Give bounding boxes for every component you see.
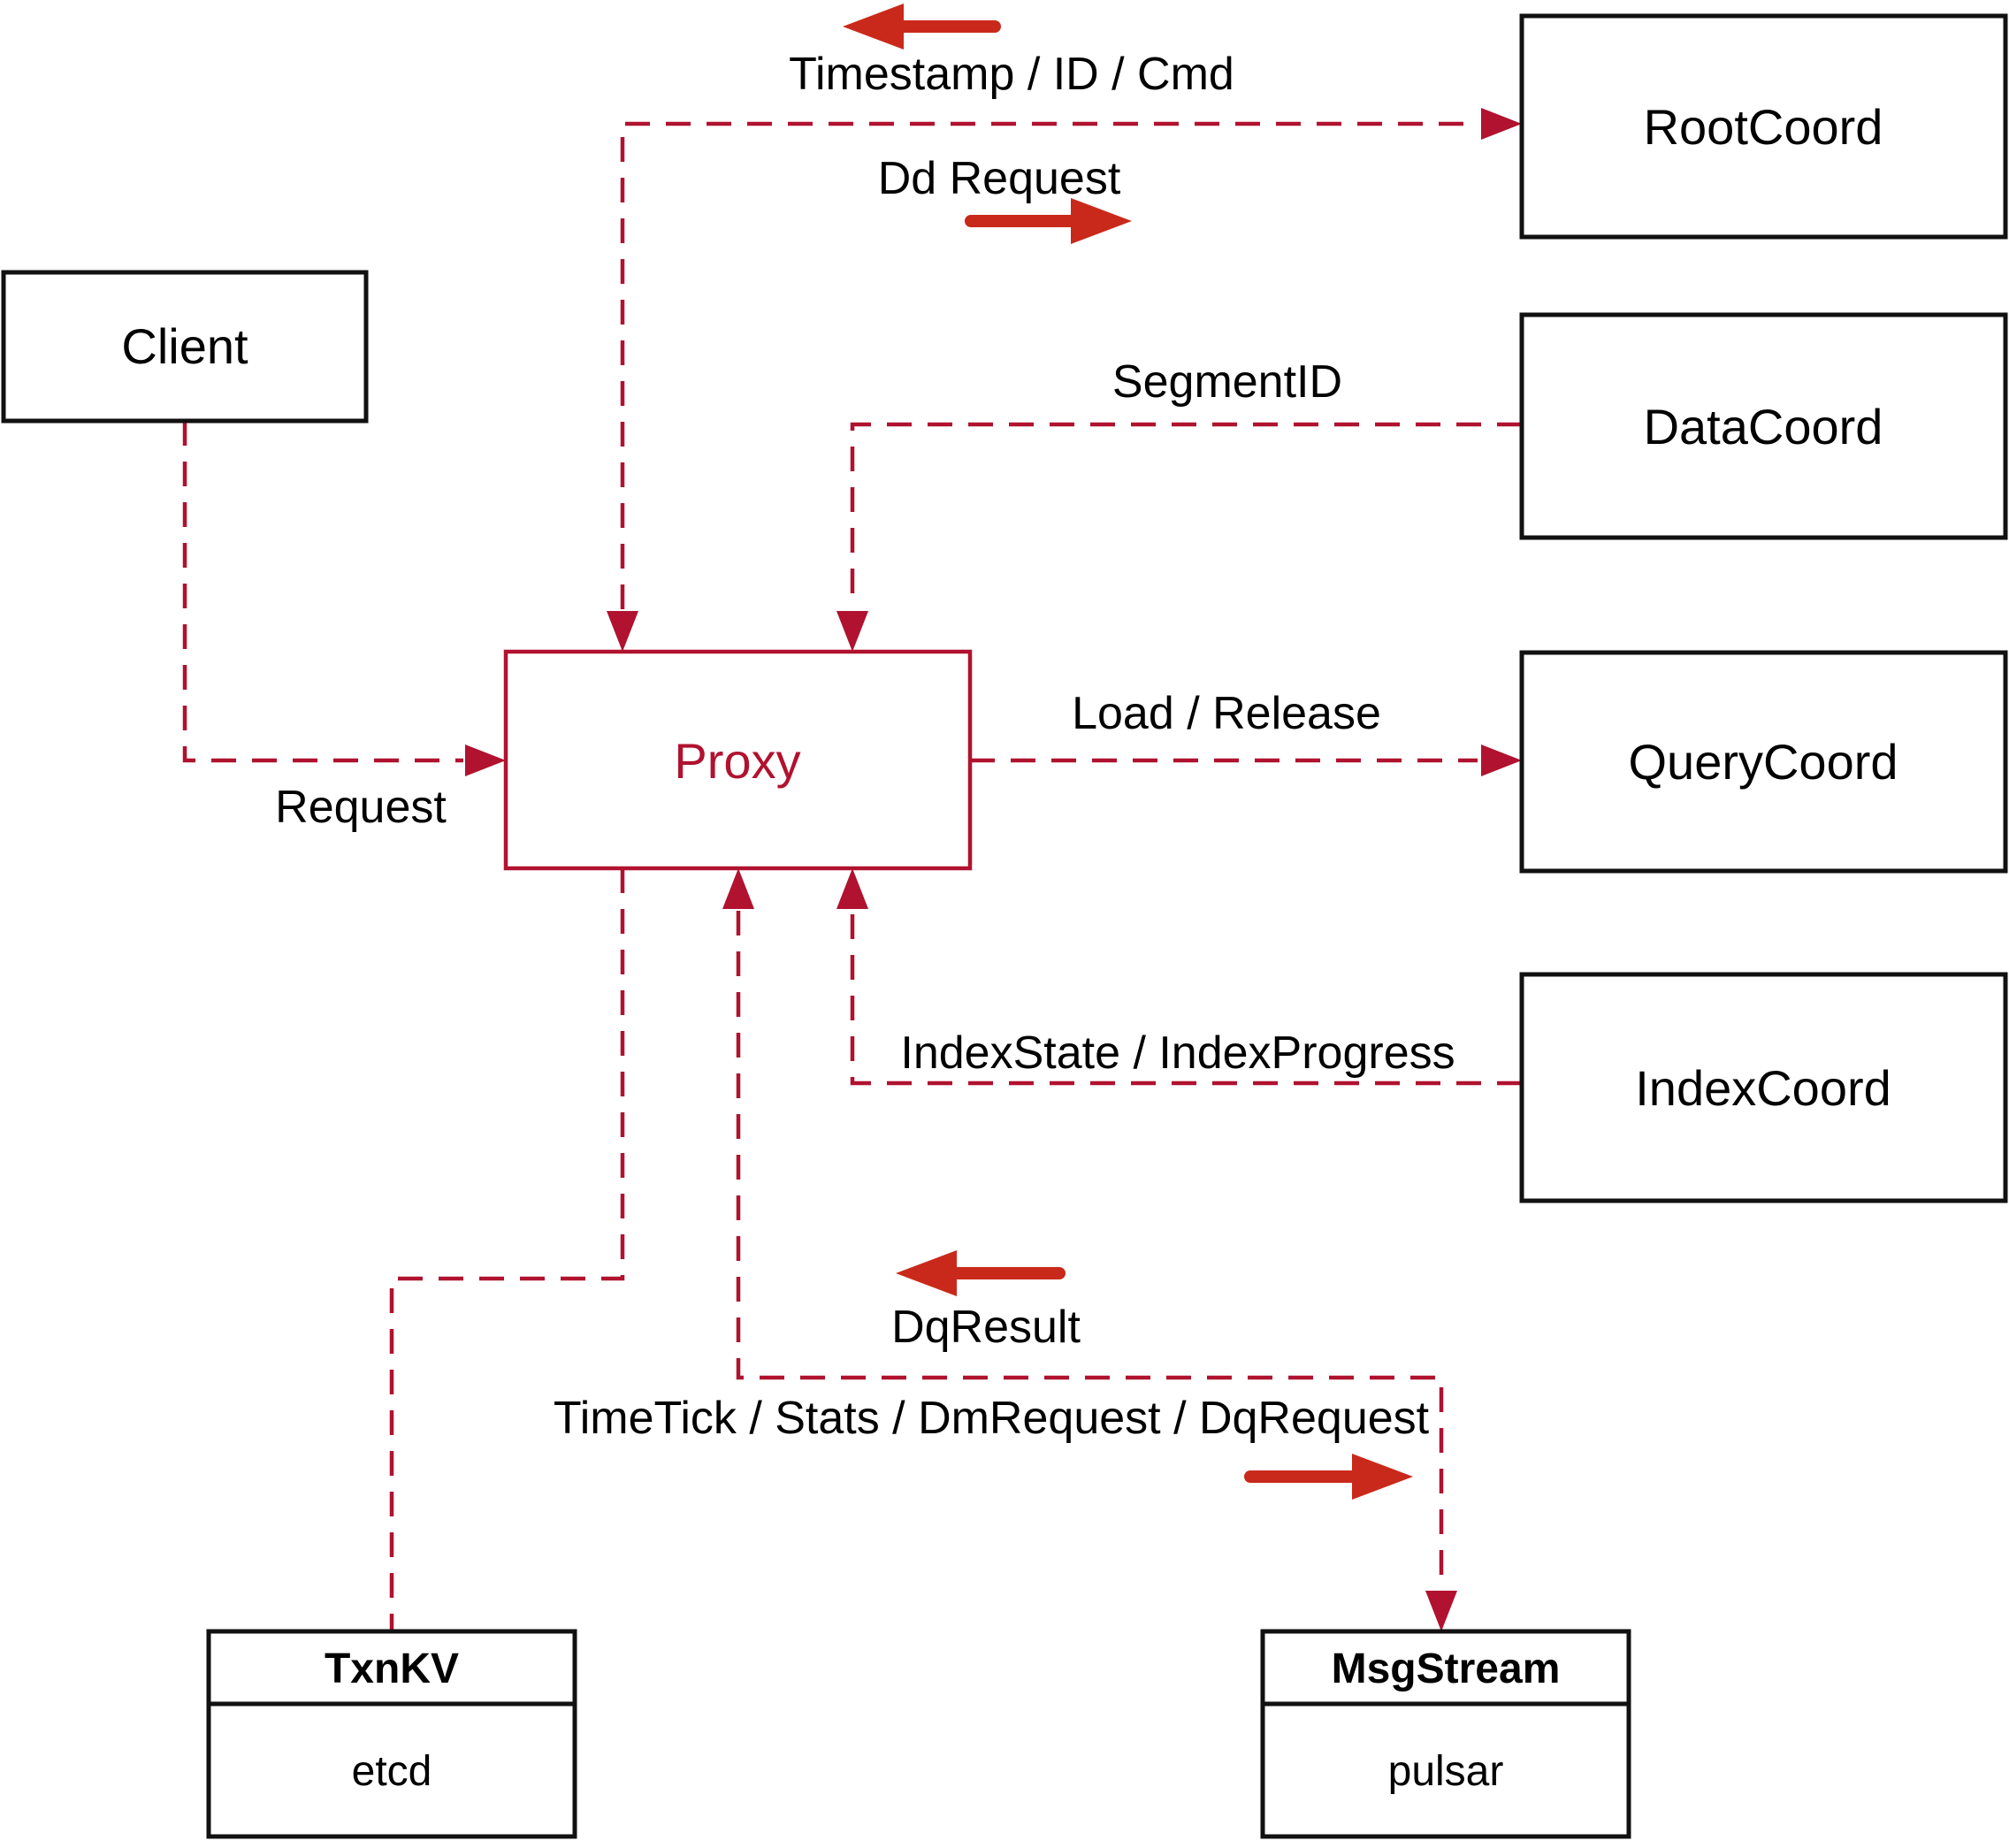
- arrowhead-into-proxy-bottom-right-icon: [836, 868, 868, 909]
- arrowhead-into-proxy-top-right-icon: [836, 611, 868, 652]
- arrowhead-into-querycoord-icon: [1481, 745, 1522, 776]
- msgstream-title: MsgStream: [1332, 1646, 1561, 1692]
- arrowhead-into-rootcoord-icon: [1481, 108, 1522, 140]
- rootcoord-box: [1519, 13, 2008, 240]
- edge-proxy-msgstream: [722, 868, 1457, 1631]
- edge-label-segment-id: SegmentID: [1112, 356, 1342, 408]
- arrowhead-into-proxy-left-icon: [465, 745, 506, 776]
- txnkv-box: [206, 1629, 577, 1839]
- client-label: Client: [121, 318, 248, 374]
- edge-indexcoord-proxy-line: [850, 913, 1522, 1086]
- arrowhead-into-msgstream-icon: [1425, 1591, 1457, 1631]
- arrow-left-icon: [843, 4, 904, 50]
- edge-label-dq-result: DqResult: [891, 1302, 1081, 1353]
- arrowhead-into-proxy-top-left-icon: [607, 611, 638, 652]
- arrow-right-icon: [1352, 1454, 1413, 1500]
- edge-proxy-txnkv: [389, 868, 625, 1631]
- datacoord-box: [1519, 312, 2008, 540]
- datacoord-label: DataCoord: [1644, 399, 1883, 454]
- querycoord-label: QueryCoord: [1628, 734, 1898, 790]
- edge-proxy-msgstream-line: [736, 911, 1444, 1585]
- msgstream-impl: pulsar: [1388, 1748, 1504, 1795]
- proxy-box: [503, 649, 973, 871]
- edge-client-proxy: [182, 421, 506, 776]
- arrow-right-icon: [1071, 198, 1132, 244]
- arrowhead-into-proxy-bottom-left-icon: [722, 868, 754, 909]
- node-txnkv: TxnKV etcd: [206, 1629, 577, 1839]
- direction-arrow-right-timetick: [1244, 1454, 1413, 1500]
- node-datacoord: DataCoord: [1519, 312, 2008, 540]
- proxy-label: Proxy: [674, 733, 800, 789]
- querycoord-box: [1519, 650, 2008, 874]
- direction-arrow-left-top: [843, 4, 1001, 50]
- msgstream-box: [1260, 1629, 1631, 1839]
- node-querycoord: QueryCoord: [1519, 650, 2008, 874]
- edge-proxy-querycoord: [970, 745, 1522, 776]
- edge-datacoord-proxy-line: [850, 422, 1522, 607]
- node-indexcoord: IndexCoord: [1519, 972, 2008, 1203]
- txnkv-impl: etcd: [352, 1748, 432, 1795]
- rootcoord-label: RootCoord: [1644, 99, 1883, 155]
- edge-label-request: Request: [275, 782, 447, 833]
- edge-client-proxy-line: [182, 421, 463, 763]
- edge-label-load-release: Load / Release: [1072, 688, 1381, 739]
- node-client: Client: [1, 270, 369, 424]
- edge-label-index-state: IndexState / IndexProgress: [900, 1027, 1455, 1079]
- edge-proxy-rootcoord: [607, 108, 1522, 652]
- node-msgstream: MsgStream pulsar: [1260, 1629, 1631, 1839]
- edge-proxy-txnkv-line: [389, 868, 625, 1631]
- indexcoord-box: [1519, 972, 2008, 1203]
- indexcoord-label: IndexCoord: [1635, 1060, 1891, 1116]
- edge-indexcoord-proxy: [836, 868, 1522, 1086]
- direction-arrow-left-dqresult: [896, 1250, 1066, 1296]
- direction-arrow-right-ddrequest: [965, 198, 1132, 244]
- edge-label-timestamp: Timestamp / ID / Cmd: [789, 49, 1234, 100]
- node-proxy: Proxy: [503, 649, 973, 871]
- client-box: [1, 270, 369, 424]
- edge-datacoord-proxy: [836, 422, 1522, 652]
- txnkv-title: TxnKV: [325, 1646, 459, 1692]
- arrow-left-icon: [896, 1250, 957, 1296]
- edge-label-dd-request: Dd Request: [878, 153, 1121, 204]
- edge-label-time-tick: TimeTick / Stats / DmRequest / DqRequest: [554, 1393, 1430, 1444]
- node-rootcoord: RootCoord: [1519, 13, 2008, 240]
